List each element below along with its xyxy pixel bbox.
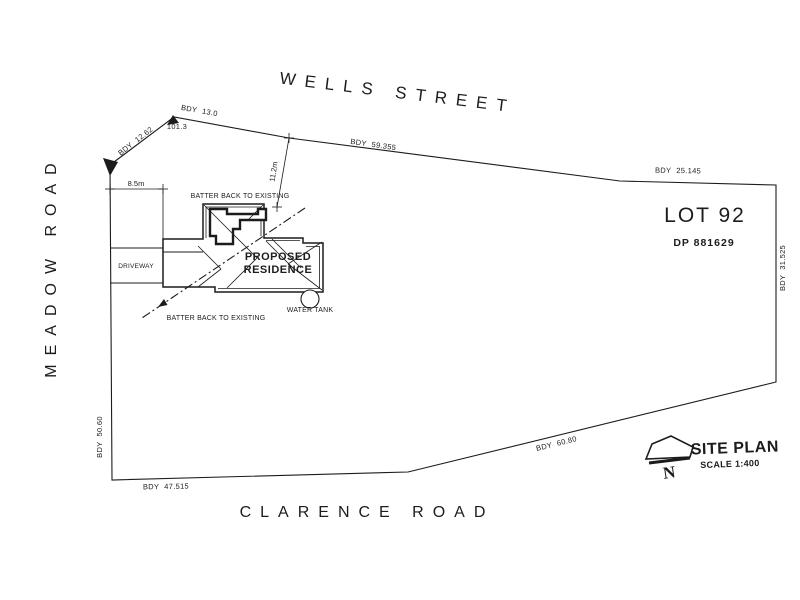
front-setback-dimension	[105, 184, 168, 239]
water-tank-circle	[300, 289, 320, 309]
residence-label-line1: PROPOSED	[245, 251, 311, 263]
north-arrow-icon: N	[644, 435, 694, 483]
bdy-label-e: BDY31.525	[778, 245, 787, 291]
lot-number-label: LOT 92	[664, 204, 746, 227]
corner-bearing-label: 101.3	[167, 122, 187, 131]
side-setback-dimension	[272, 133, 294, 212]
batter-line	[141, 207, 306, 319]
drawing-scale: SCALE 1:400	[700, 458, 760, 470]
dimension-label-8-5m: 8.5m	[128, 179, 145, 188]
boundary-corner-marker-icon	[167, 115, 179, 125]
roof-edge-inner-lines	[205, 206, 320, 289]
building-outline	[162, 203, 324, 293]
batter-note-top: BATTER BACK TO EXISTING	[191, 193, 290, 200]
site-boundary	[109, 116, 777, 481]
drawing-title: SITE PLAN	[691, 438, 780, 458]
road-label-meadow-road: MEADOW ROAD	[43, 154, 60, 377]
roof-hip-lines	[197, 204, 323, 291]
water-tank-label: WATER TANK	[287, 307, 334, 314]
bdy-label-w: BDY50.60	[95, 416, 104, 458]
dimension-label-11-2m: 11.2m	[267, 161, 279, 182]
driveway-outline	[110, 247, 163, 284]
driveway-label: DRIVEWAY	[118, 263, 154, 270]
batter-note-bottom: BATTER BACK TO EXISTING	[167, 315, 266, 322]
batter-line-arrow-icon	[158, 299, 168, 307]
north-letter: N	[662, 462, 678, 483]
road-label-clarence-road: CLARENCE ROAD	[240, 504, 495, 521]
residence-label-line2: RESIDENCE	[244, 264, 313, 276]
existing-structure-outline	[208, 207, 268, 246]
boundary-corner-arrow-icon	[103, 158, 118, 176]
dp-number-label: DP 881629	[673, 237, 734, 249]
